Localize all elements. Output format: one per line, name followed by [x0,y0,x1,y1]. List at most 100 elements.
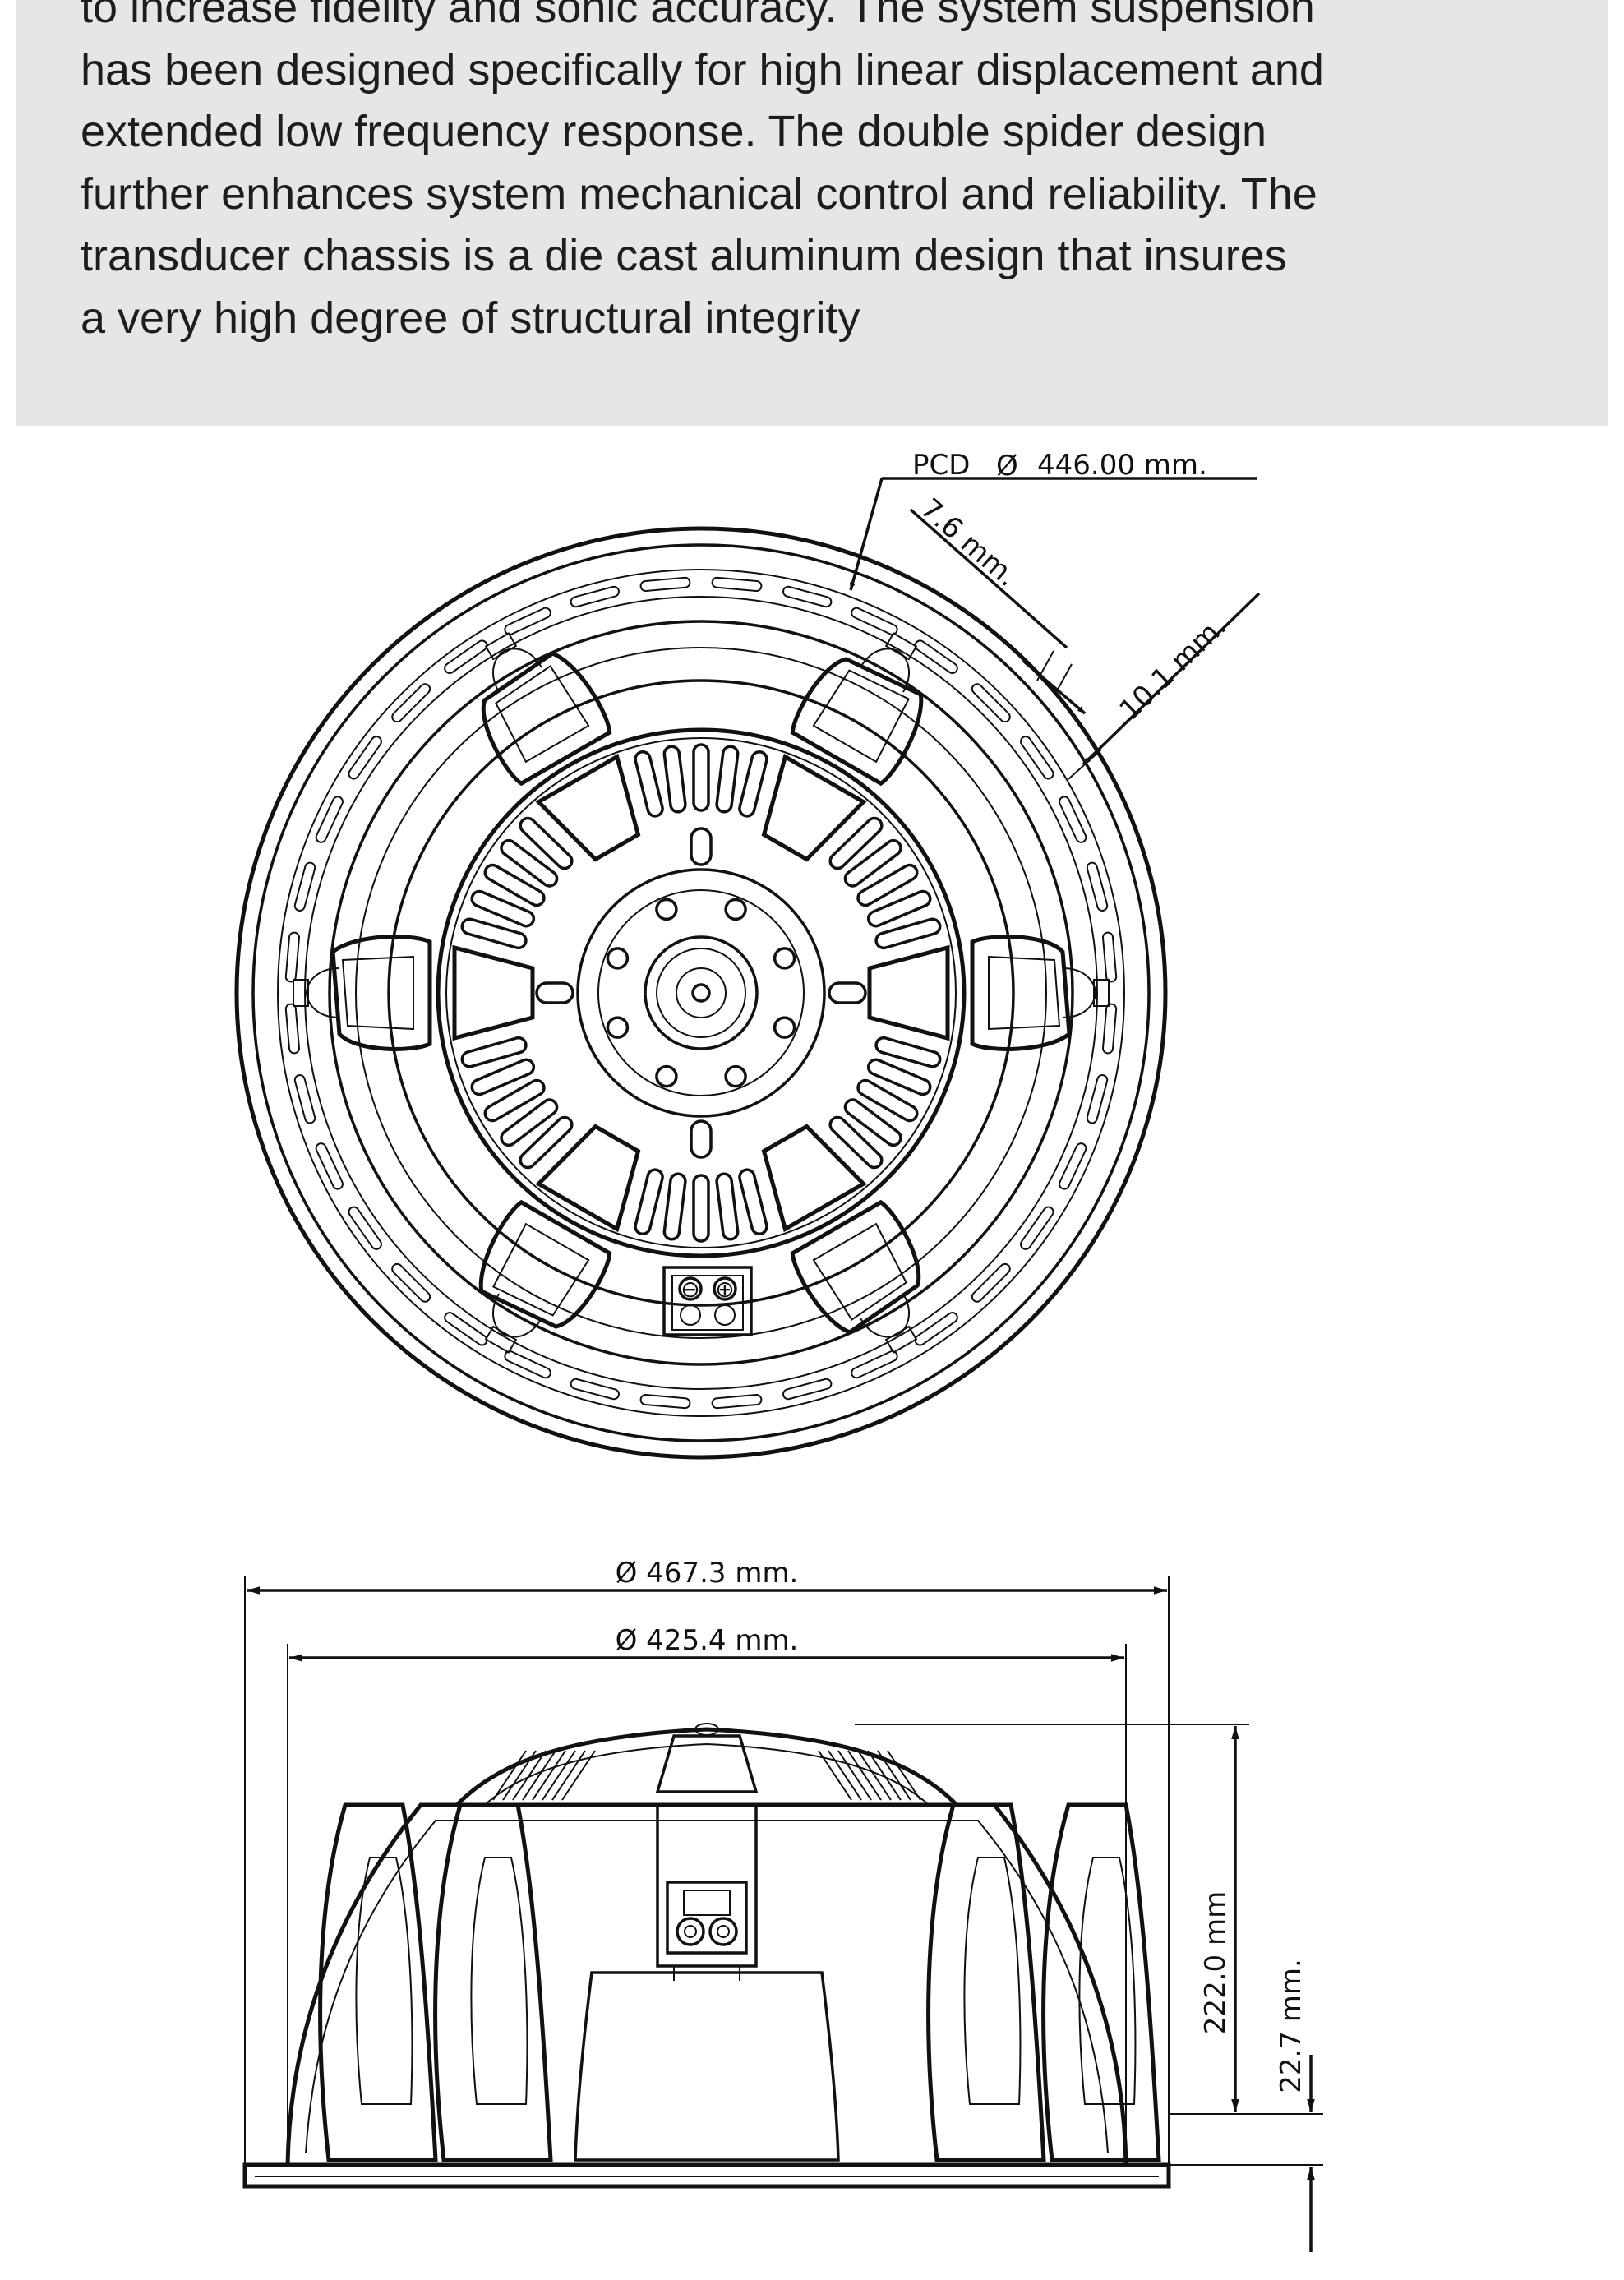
dim-22-7: 22.7 mm. [1169,1959,1323,2252]
slot-screw [535,981,574,1004]
basket-arm [790,632,924,787]
cooling-fins [452,743,950,1243]
basket-arm [478,1199,612,1354]
side-fin [818,1750,852,1801]
side-arm-window [355,1857,413,2105]
magnet-ring [436,727,967,1258]
side-arm-window [470,1857,528,2105]
magnet-dome [455,1727,958,1807]
gasket-slot [914,1312,958,1346]
bolt [606,947,630,970]
fin-slot [692,743,710,812]
dim-10-1-label: 10.1 mm. [1113,610,1232,727]
fin-slot [519,1115,574,1170]
gasket-slot [1059,1142,1087,1190]
gasket-slot [348,1206,382,1250]
side-fin [828,1750,862,1801]
description-line: extended low frequency response. The dou… [81,107,1266,156]
dim-467-3: Ø 467.3 mm. [244,1557,1170,2165]
description-text: to increase fidelity and sonic accuracy.… [81,0,1576,349]
side-arm [1041,1802,1161,2162]
basket-ring [328,620,1074,1366]
gasket-slot [570,1378,620,1401]
fin-slot [500,838,559,888]
fin-slot [483,1078,546,1123]
side-fin [532,1750,566,1801]
magnet-notch [761,1124,867,1233]
dim-467-3-label: Ø 467.3 mm. [616,1557,799,1590]
gasket-slot [284,1003,300,1055]
motor-plate-inner [597,889,805,1096]
terminal-block: ⊖ ⊕ [662,1266,753,1336]
vent [644,935,759,1050]
motor-plate [576,868,826,1118]
gasket-slot [851,1350,898,1379]
side-fin [522,1750,556,1801]
bolt [655,898,678,921]
basket-arm [293,935,432,1051]
slot-screw [690,827,713,866]
fin-slot [500,1098,559,1147]
fin-slot [866,889,932,928]
bolt [724,898,747,921]
side-fin [561,1750,596,1801]
gasket-slot [782,1378,833,1401]
fin-slot [843,1098,902,1147]
gasket-ring [277,569,1125,1417]
fin-slot [874,1036,942,1068]
dim-222-0: 222.0 mm [855,1724,1323,2115]
dim-425-4: Ø 425.4 mm. [287,1624,1127,2165]
gasket-slot [851,607,898,635]
side-arm-window [1078,1857,1137,2105]
gasket-slot [293,1074,316,1124]
gasket-slot [504,1350,551,1379]
fin-slot [715,1172,740,1241]
motor-bolts [535,827,867,1159]
side-fin [857,1750,892,1801]
dim-425-4-label: Ø 425.4 mm. [616,1624,799,1657]
basket-arm [970,935,1110,1051]
gasket-ring-inner [304,596,1098,1390]
description-panel: to increase fidelity and sonic accuracy.… [16,0,1608,426]
terminal-plus-icon: ⊕ [715,1276,734,1303]
fin-slot [662,745,687,814]
dim-10-1: 10.1 mm. [1068,592,1261,780]
side-fin [887,1750,921,1801]
fin-slot [483,863,546,907]
gasket-slot [504,607,551,635]
fin-slot [460,1036,528,1068]
gasket-slot [782,585,833,608]
gasket-slot [391,1262,431,1303]
outer-rim [234,526,1168,1460]
side-arm [926,1802,1046,2162]
magnet-ring-inner [445,737,957,1248]
vent-core [676,967,727,1018]
gasket-slot [315,1142,344,1190]
fin-slot [715,745,740,814]
side-terminal [656,1803,758,1981]
bolt [773,947,796,970]
gasket-slot [914,639,958,674]
gasket-slot [293,861,316,912]
side-fin [502,1750,537,1801]
side-fin [877,1750,911,1801]
gasket-slot [711,1394,763,1410]
gasket-slot [971,683,1011,723]
gasket-slot [444,1312,488,1346]
fin-slot [856,1078,919,1123]
gasket-slot [1086,861,1109,912]
side-fin [542,1750,576,1801]
side-arms [318,1802,1161,2162]
dim-22-7-label: 22.7 mm. [1275,1959,1308,2093]
side-arm [433,1802,553,2162]
pcd-dimension: PCD Ø 446.00 mm. [849,449,1257,591]
description-line: has been designed specifically for high … [81,44,1324,95]
gasket-slot [570,585,620,608]
vent-dot [691,983,711,1003]
flange-rim [251,543,1151,1442]
fin-slot [692,1174,710,1243]
fin-slot [866,1058,932,1096]
bolt [655,1064,678,1088]
gasket-slot [1020,1206,1054,1250]
